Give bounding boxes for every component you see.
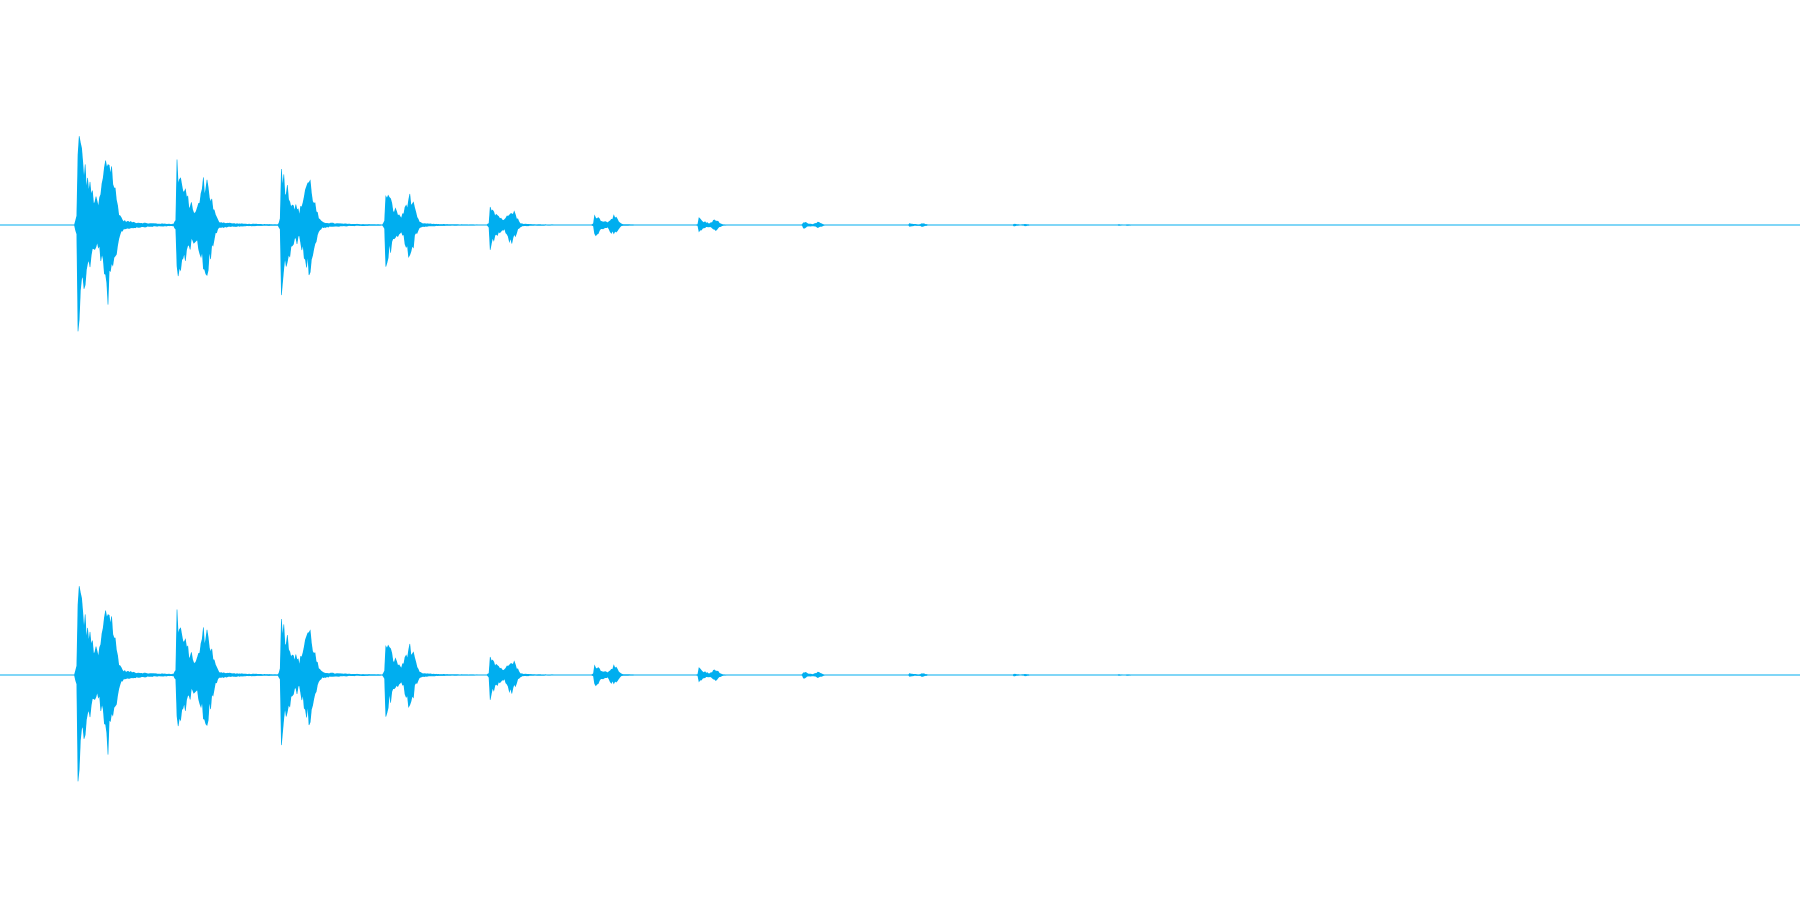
waveform-burst-5 (486, 206, 579, 250)
waveform-burst-4 (381, 193, 479, 267)
waveform-burst-6 (590, 214, 677, 237)
waveform-burst-8 (799, 671, 877, 679)
waveform-burst-9 (905, 223, 980, 227)
waveform-channel-top (0, 136, 1800, 332)
waveform-burst-7 (695, 667, 776, 683)
waveform-burst-4 (381, 643, 479, 717)
waveform-burst-10 (1010, 673, 1080, 677)
waveform-burst-7 (695, 217, 776, 233)
waveform-burst-3 (277, 618, 382, 746)
waveform-burst-9 (905, 673, 980, 677)
waveform-burst-5 (486, 656, 579, 700)
waveform-burst-6 (590, 664, 677, 687)
waveform-burst-8 (799, 221, 877, 229)
waveform-channel-bottom (0, 586, 1800, 782)
waveform-burst-11 (1114, 674, 1181, 676)
waveform-burst-3 (277, 168, 382, 296)
waveform-burst-11 (1114, 224, 1181, 226)
waveform-burst-10 (1010, 223, 1080, 227)
